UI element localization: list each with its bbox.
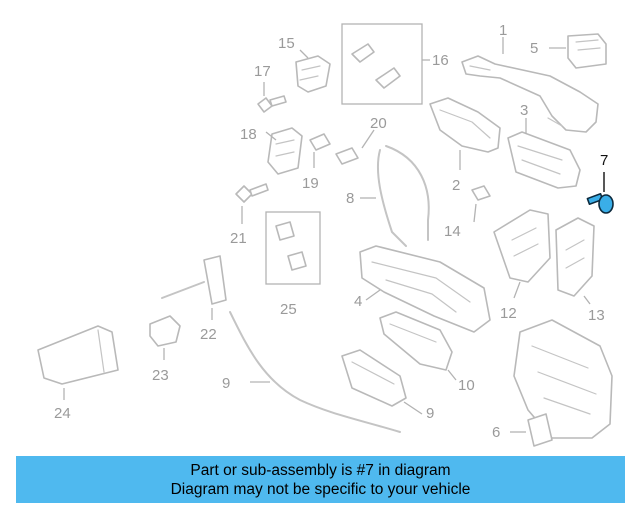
- callout-15: 15: [278, 35, 295, 52]
- banner-line-2: Diagram may not be specific to your vehi…: [170, 481, 471, 498]
- part-10-bracket: 9 10: [379, 311, 475, 394]
- part-1-outer-handle: 1: [461, 22, 599, 133]
- part-20-bolt: 20: [335, 115, 387, 165]
- callout-10-label: 10: [458, 377, 475, 394]
- part-21-bolt: 21: [230, 183, 269, 247]
- part-7-screw-highlighted: 7: [586, 152, 614, 214]
- part-15-bracket: 15: [278, 35, 331, 93]
- part-9-inside-handle: 8 9: [341, 349, 434, 422]
- callout-25: 25: [280, 301, 297, 318]
- part-23-plug: 23: [149, 315, 181, 384]
- callout-14: 14: [444, 223, 461, 240]
- callout-11: 9: [222, 375, 230, 392]
- callout-9-label: 9: [426, 405, 434, 422]
- door-latch: [513, 319, 613, 439]
- part-12-bezel: 12: [493, 209, 551, 322]
- callout-13: 13: [588, 307, 605, 324]
- callout-2: 2: [452, 177, 460, 194]
- callout-3: 3: [520, 102, 528, 119]
- part-22-rod: 22: [161, 255, 227, 343]
- callout-6: 6: [492, 424, 500, 441]
- part-3-handle-bracket: 3: [507, 102, 581, 189]
- callout-17: 17: [254, 63, 271, 80]
- callout-22: 22: [200, 326, 217, 343]
- callout-4: 4: [354, 293, 362, 310]
- part-25-clip-kit: 25: [265, 211, 321, 318]
- banner-line-1: Part or sub-assembly is #7 in diagram: [190, 462, 451, 479]
- part-14-plug: 14: [444, 185, 491, 240]
- callout-23: 23: [152, 367, 169, 384]
- part-4-latch-assembly: 4: [354, 245, 491, 333]
- part-11-cable: 9: [222, 311, 401, 433]
- callout-19: 19: [302, 175, 319, 192]
- callout-20: 20: [370, 115, 387, 132]
- part-13-bezel: 13: [555, 217, 605, 324]
- callout-24: 24: [54, 405, 71, 422]
- callout-7: 7: [600, 152, 608, 169]
- callout-5: 5: [530, 40, 538, 57]
- callout-8: 8: [346, 190, 354, 207]
- part-24-cover: 24: [37, 325, 119, 422]
- part-19-bolt: 19: [302, 133, 331, 192]
- info-banner: Part or sub-assembly is #7 in diagram Di…: [16, 456, 625, 503]
- callout-12: 12: [500, 305, 517, 322]
- part-5-end-cap: 5: [530, 33, 607, 69]
- callout-16: 16: [432, 52, 449, 69]
- part-6-clip: 6: [492, 413, 553, 447]
- callout-21: 21: [230, 230, 247, 247]
- callout-18: 18: [240, 126, 257, 143]
- callout-1: 1: [499, 22, 507, 39]
- part-8-cable: 8: [346, 145, 430, 247]
- part-16-bolt-kit: 16: [341, 23, 449, 105]
- part-18-bracket: 18: [240, 126, 303, 175]
- part-2-handle-frame: 2: [429, 97, 501, 194]
- part-17-bolt: 17: [254, 63, 287, 113]
- parts-diagram: 1 5 2 3 7 15 16: [37, 22, 614, 447]
